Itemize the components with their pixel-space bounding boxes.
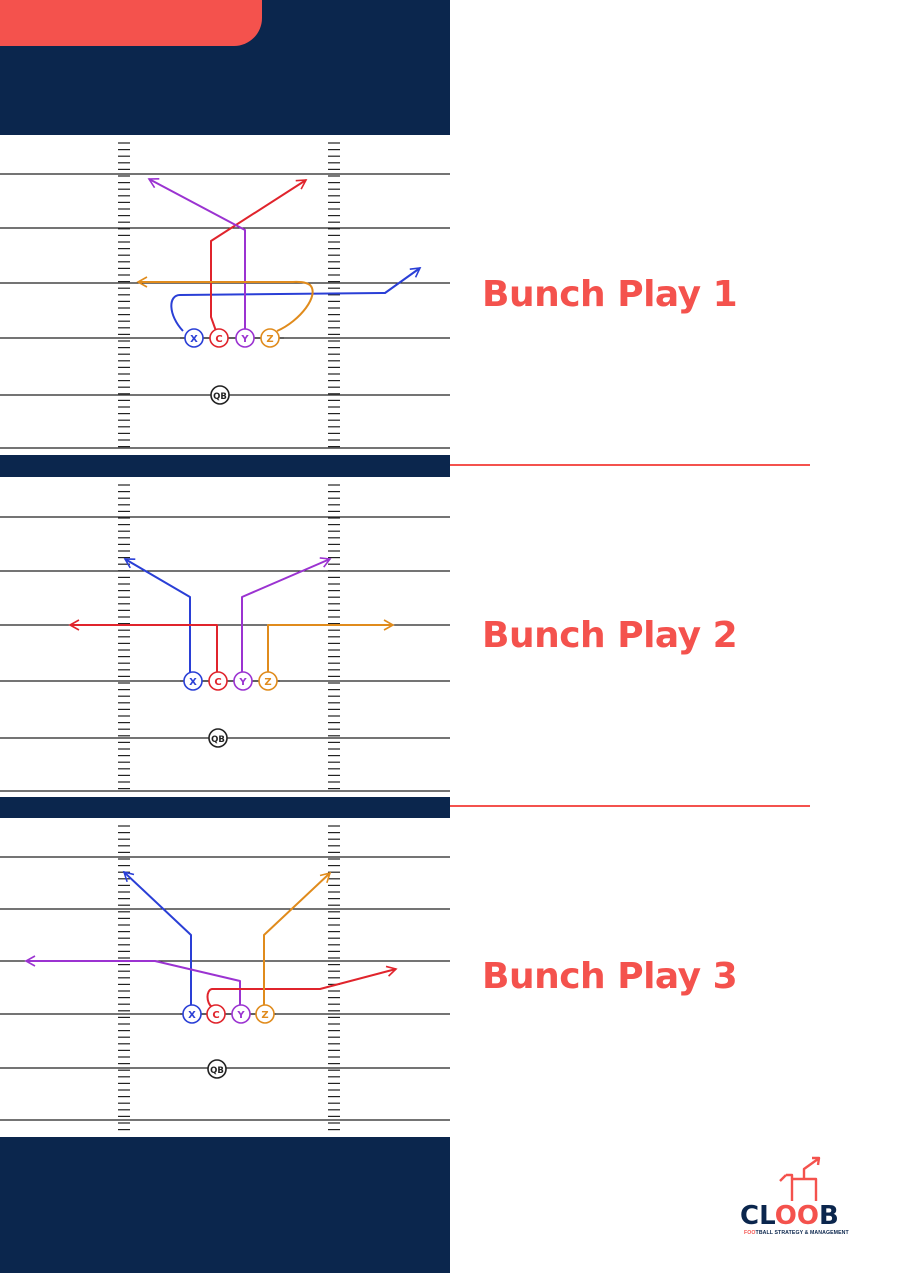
- separator-bar-1: [0, 455, 450, 477]
- route-c: [206, 965, 398, 1008]
- play-diagram-3: X C Y Z QB: [0, 818, 450, 1137]
- section-divider-1: [450, 464, 810, 466]
- logo-wordmark: CLOOB: [740, 1201, 839, 1231]
- player-c: C: [214, 677, 221, 688]
- route-z: [267, 619, 395, 674]
- yard-lines: [0, 173, 450, 449]
- player-z: Z: [266, 334, 273, 345]
- route-y: [241, 557, 332, 674]
- play-2-svg: X C Y Z QB: [0, 484, 450, 792]
- play-3-svg: X C Y Z QB: [0, 825, 450, 1131]
- cloob-logo: CLOOB FOOTBALL STRATEGY & MANAGEMENT: [740, 1155, 852, 1240]
- play-diagram-1: X C Y Z QB: [0, 135, 450, 455]
- player-x: X: [188, 1010, 196, 1021]
- player-y: Y: [240, 334, 249, 345]
- route-c: [68, 619, 218, 674]
- hash-marks: [118, 484, 340, 790]
- player-c: C: [215, 334, 222, 345]
- bottom-banner: [0, 1137, 450, 1273]
- players: X C Y Z QB: [180, 671, 280, 748]
- player-qb: QB: [210, 1066, 224, 1076]
- routes: [24, 870, 398, 1008]
- player-qb: QB: [213, 392, 227, 402]
- route-c: [210, 179, 308, 332]
- player-y: Y: [238, 677, 247, 688]
- logo-arrow-icon: [779, 1156, 821, 1201]
- yard-lines: [0, 516, 450, 792]
- separator-bar-2: [0, 797, 450, 818]
- play-1-svg: X C Y Z QB: [0, 142, 450, 449]
- route-y: [147, 178, 246, 331]
- play-title-1: Bunch Play 1: [482, 274, 738, 315]
- route-z: [136, 276, 314, 332]
- accent-pill: [0, 0, 262, 46]
- routes: [136, 178, 422, 332]
- play-title-3: Bunch Play 3: [482, 956, 738, 997]
- hash-marks: [118, 142, 340, 448]
- route-x: [122, 870, 192, 1007]
- route-z: [263, 871, 332, 1007]
- player-z: Z: [264, 677, 271, 688]
- play-title-2: Bunch Play 2: [482, 615, 738, 656]
- player-y: Y: [236, 1010, 245, 1021]
- player-x: X: [190, 334, 198, 345]
- route-y: [24, 955, 241, 1007]
- player-qb: QB: [211, 735, 225, 745]
- routes: [68, 557, 395, 674]
- route-x: [170, 267, 422, 332]
- logo-tagline: FOOTBALL STRATEGY & MANAGEMENT: [744, 1230, 849, 1236]
- player-c: C: [212, 1010, 219, 1021]
- play-diagram-2: X C Y Z QB: [0, 477, 450, 797]
- hash-marks: [118, 825, 340, 1131]
- player-z: Z: [261, 1010, 268, 1021]
- route-x: [123, 558, 191, 674]
- player-x: X: [189, 677, 197, 688]
- players: X C Y Z QB: [180, 1004, 276, 1079]
- players: X C Y Z QB: [180, 328, 284, 405]
- section-divider-2: [450, 805, 810, 807]
